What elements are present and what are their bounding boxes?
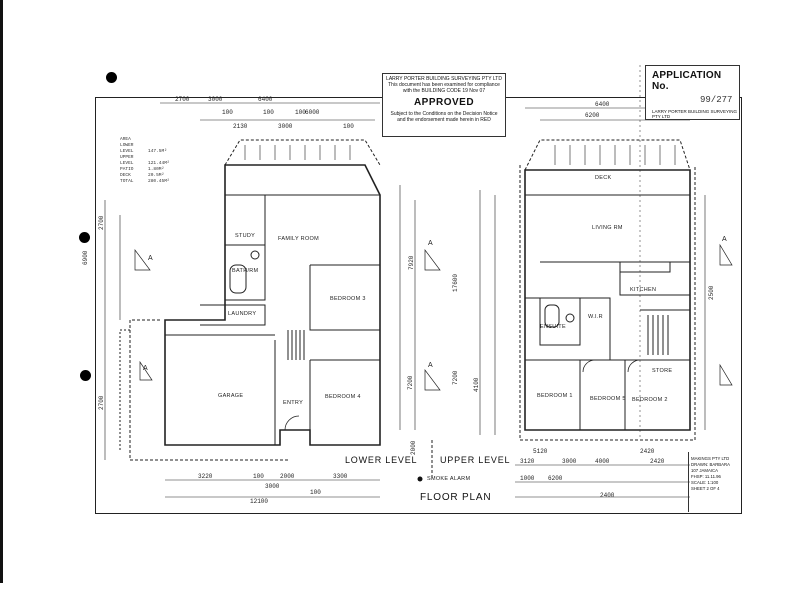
floor-plan-label: FLOOR PLAN: [420, 492, 492, 503]
section-marker-a: A: [428, 240, 433, 247]
stamp-line1: This document has been examined for comp…: [388, 82, 500, 88]
smoke-alarm-label: SMOKE ALARM: [427, 476, 471, 482]
room-bedroom-5: BEDROOM 5: [590, 396, 626, 402]
room-kitchen: KITCHEN: [630, 287, 657, 293]
room-wir: W.I.R: [588, 314, 603, 320]
area-heading: AREA: [120, 137, 131, 142]
punch-hole-bottom: [80, 370, 91, 381]
dim-top: 100: [263, 109, 274, 116]
dim-bottom: 2000: [280, 473, 295, 480]
section-marker-a: A: [428, 362, 433, 369]
dim-side: 4100: [473, 377, 480, 392]
dim-top: 100: [295, 109, 306, 116]
stamp-line4: and the endorsement made herein in RED: [397, 117, 491, 123]
section-marker-a: A: [722, 236, 727, 243]
stamp-status: APPROVED: [413, 97, 475, 108]
title-line: DRAWN: BARBARA: [691, 462, 730, 467]
dim-side: 2500: [708, 285, 715, 300]
dim-bottom: 3300: [333, 473, 348, 480]
room-bedroom-1: BEDROOM 1: [537, 393, 573, 399]
punch-hole-middle: [79, 232, 90, 243]
room-store: STORE: [652, 368, 673, 374]
section-marker-a: A: [148, 255, 153, 262]
dim-top: 2700: [175, 96, 190, 103]
title-line: 107 JAMAICA: [691, 468, 718, 473]
smoke-alarm-symbol: [417, 476, 423, 482]
dim-bottom: 3120: [520, 458, 535, 465]
dim-bottom: 100: [253, 473, 264, 480]
approval-stamp: LARRY PORTER BUILDING SURVEYING PTY LTD …: [382, 73, 506, 137]
dim-bottom: 2420: [650, 458, 665, 465]
room-deck: DECK: [595, 175, 612, 181]
application-number: 99/277: [700, 95, 733, 105]
dim-bottom: 3000: [562, 458, 577, 465]
dim-bottom: 3000: [265, 483, 280, 490]
room-bedroom-4: BEDROOM 4: [325, 394, 361, 400]
application-sub: LARRY PORTER BUILDING SURVEYING PTY LTD: [652, 109, 737, 119]
dim-bottom: 1000: [520, 475, 535, 482]
title-block: MAKINGS PTY LTD DRAWN: BARBARA 107 JAMAI…: [688, 452, 740, 512]
dim-top: 6000: [305, 109, 320, 116]
dim-top: 6400: [258, 96, 273, 103]
stamp-company: LARRY PORTER BUILDING SURVEYING PTY LTD: [386, 76, 502, 82]
dim-top: 6200: [585, 112, 600, 119]
application-box: APPLICATION No. 99/277 LARRY PORTER BUIL…: [645, 65, 740, 120]
section-marker-a: A: [143, 365, 148, 372]
dim-bottom: 2400: [600, 492, 615, 499]
room-living: LIVING RM: [592, 225, 623, 231]
dim-bottom: 4000: [595, 458, 610, 465]
room-garage: GARAGE: [218, 393, 244, 399]
title-line: SHEET 2 OF 4: [691, 486, 720, 491]
dim-top: 100: [222, 109, 233, 116]
room-ensuite: ENSUITE: [540, 324, 566, 330]
title-line: SCALE: 1:100: [691, 480, 719, 485]
dim-bottom: 3220: [198, 473, 213, 480]
dim-bottom: 12100: [250, 498, 269, 505]
dim-side: 7200: [452, 370, 459, 385]
stamp-line2: with the BUILDING CODE 19 Nov 07: [402, 88, 486, 94]
room-laundry: LAUNDRY: [228, 311, 257, 317]
room-family-room: FAMILY ROOM: [278, 236, 319, 242]
dim-side: 17600: [452, 273, 459, 292]
dim-top: 3000: [278, 123, 293, 130]
lower-level-label: LOWER LEVEL: [345, 455, 418, 465]
room-study: STUDY: [235, 233, 256, 239]
dim-bottom: 100: [310, 489, 321, 496]
dim-top: 2130: [233, 123, 248, 130]
application-title: APPLICATION No.: [652, 70, 722, 92]
dim-bottom: 2420: [640, 448, 655, 455]
title-line: FHSP: 11.11.96: [691, 474, 721, 479]
scan-edge: [0, 0, 3, 583]
dim-side: 7200: [407, 375, 414, 390]
room-bathroom: BATH/RM: [232, 268, 259, 274]
dim-top: 100: [343, 123, 354, 130]
dim-bottom: 6200: [548, 475, 563, 482]
punch-hole-top: [106, 72, 117, 83]
dim-side: 2700: [98, 395, 105, 410]
room-entry: ENTRY: [283, 400, 304, 406]
dim-bottom: 5120: [533, 448, 548, 455]
stamp-line3: Subject to the Conditions on the Decisio…: [390, 111, 498, 117]
dim-top: 6400: [595, 101, 610, 108]
dim-top: 3000: [208, 96, 223, 103]
title-line: MAKINGS PTY LTD: [691, 456, 730, 461]
dim-side: 2700: [98, 215, 105, 230]
dim-side: 2000: [410, 440, 417, 455]
room-bedroom-2: BEDROOM 2: [632, 397, 668, 403]
dim-side: 7920: [408, 255, 415, 270]
dim-side: 6900: [82, 250, 89, 265]
upper-level-label: UPPER LEVEL: [440, 455, 511, 465]
room-bedroom-3: BEDROOM 3: [330, 296, 366, 302]
